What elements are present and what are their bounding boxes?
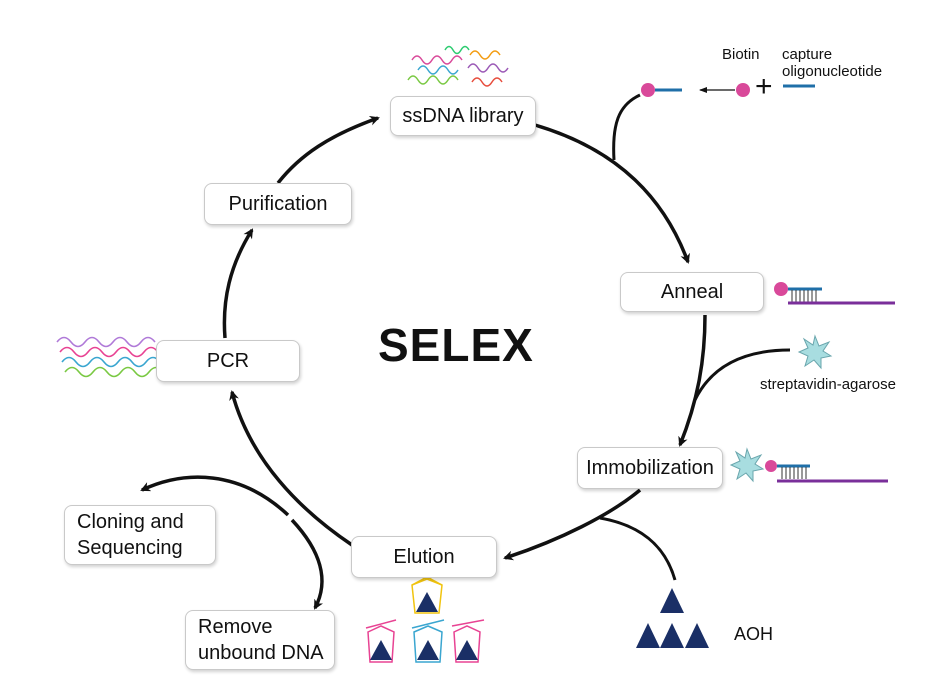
arrow-pcr-to-purification bbox=[222, 228, 254, 339]
arrow-aoh-to-cycle bbox=[599, 516, 677, 581]
step-elution: Elution bbox=[351, 536, 497, 578]
arrow-elution-to-pcr bbox=[229, 390, 353, 547]
arrow-purification-to-library bbox=[276, 115, 380, 185]
aptamer-complex-icon bbox=[365, 572, 485, 663]
annealed-strand-icon bbox=[774, 282, 895, 305]
biotin-label: Biotin bbox=[722, 46, 760, 63]
biotin-capture-icon bbox=[641, 83, 815, 97]
step-pcr: PCR bbox=[156, 340, 300, 382]
step-immobilization: Immobilization bbox=[577, 447, 723, 489]
cloning-line2: Sequencing bbox=[77, 537, 183, 559]
arrow-immobilization-to-elution bbox=[503, 488, 642, 561]
arrow-streptavidin-to-cycle bbox=[693, 348, 791, 401]
arrow-library-to-anneal bbox=[534, 123, 690, 264]
remove-line1: Remove bbox=[198, 616, 273, 638]
arrow-to-remove-unbound bbox=[290, 518, 324, 610]
remove-line2: unbound DNA bbox=[198, 642, 324, 664]
ssdna-library-icon bbox=[407, 45, 509, 87]
diagram-title: SELEX bbox=[378, 319, 534, 371]
step-ssdna-library: ssDNA library bbox=[390, 96, 536, 136]
arrow-to-cloning bbox=[140, 475, 290, 517]
step-anneal: Anneal bbox=[620, 272, 764, 312]
pcr-product-icon bbox=[56, 336, 164, 378]
arrow-anneal-to-immobilization bbox=[678, 314, 707, 447]
capture-label-line1: capture bbox=[782, 46, 833, 63]
step-purification: Purification bbox=[204, 183, 352, 225]
step-remove-unbound: Remove unbound DNA bbox=[185, 610, 335, 670]
immobilized-complex-icon bbox=[730, 448, 888, 483]
step-cloning-sequencing: Cloning and Sequencing bbox=[64, 505, 216, 565]
streptavidin-bead-icon bbox=[798, 335, 832, 369]
plus-sign: + bbox=[755, 70, 773, 103]
aoh-target-icon bbox=[636, 588, 709, 648]
cloning-line1: Cloning and bbox=[77, 511, 184, 533]
streptavidin-label: streptavidin-agarose bbox=[760, 376, 896, 393]
aoh-label: AOH bbox=[734, 624, 774, 644]
arrow-biotin-to-cycle bbox=[612, 93, 641, 161]
capture-label-line2: oligonucleotide bbox=[782, 63, 883, 80]
